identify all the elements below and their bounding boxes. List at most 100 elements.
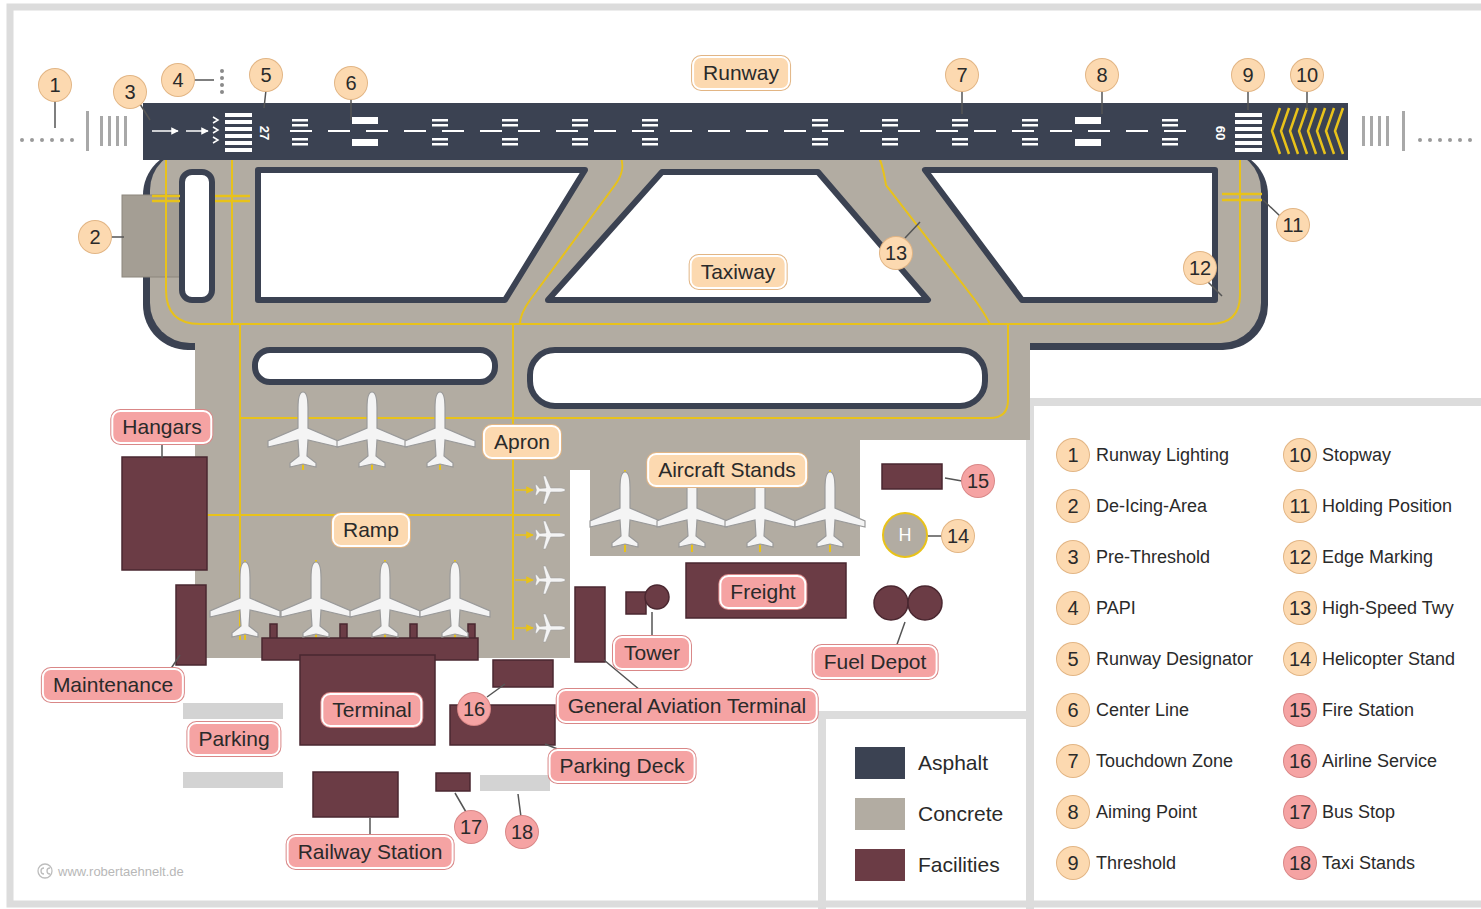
runway [290, 130, 1200, 132]
legend-number: 3 [1057, 541, 1089, 573]
facility [122, 457, 942, 817]
legend-text: Threshold [1096, 853, 1176, 874]
area-label: Ramp [332, 513, 410, 547]
aircraft [535, 476, 565, 504]
ga-arrows [515, 534, 533, 536]
callout-number: 5 [250, 59, 282, 91]
legend-number: 8 [1057, 796, 1089, 828]
label-text: Railway Station [298, 840, 443, 864]
callout-number: 2 [79, 221, 111, 253]
facility [176, 585, 206, 665]
runway-markings [225, 134, 252, 138]
runway-lighting [1438, 138, 1442, 142]
runway-markings [572, 124, 588, 127]
taxi-line [152, 142, 1262, 640]
aircraft [350, 562, 420, 637]
facility [882, 464, 942, 489]
taxi-line [152, 196, 250, 201]
aircraft [535, 566, 565, 594]
runway-lighting [1428, 138, 1432, 142]
facility-label: Parking [187, 722, 280, 756]
grass-island [258, 170, 585, 300]
legend-swatch [855, 747, 905, 779]
runway-markings [292, 119, 308, 122]
area-label: Taxiway [690, 255, 787, 289]
parking-lot [480, 775, 550, 791]
legend-number: 7 [1057, 745, 1089, 777]
grass-island [182, 170, 1215, 406]
label-text: Tower [624, 641, 680, 665]
label-text: Hangars [122, 415, 201, 439]
callout-number: 14 [942, 520, 974, 552]
runway-markings [225, 148, 252, 152]
runway-lighting [1402, 111, 1405, 151]
callout-number: 6 [335, 67, 367, 99]
legend-text: Holding Position [1322, 496, 1452, 517]
helicopter-stand [883, 513, 927, 557]
ga-arrows [515, 627, 533, 629]
taxiway-system [143, 150, 1268, 350]
facility-label: Railway Station [287, 835, 454, 869]
legend-text: Pre-Threshold [1096, 547, 1210, 568]
legend-text: Stopway [1322, 445, 1391, 466]
page-frame [822, 715, 1030, 909]
runway-markings [352, 139, 378, 146]
legend-text: Center Line [1096, 700, 1189, 721]
label-text: Taxiway [701, 260, 776, 284]
runway-lighting [1362, 116, 1365, 146]
label-text: Fuel Depot [824, 650, 927, 674]
facility-label: Parking Deck [549, 749, 696, 783]
facility [493, 660, 553, 687]
runway-markings [352, 117, 378, 124]
parking-lot [183, 703, 283, 719]
legend-text: Concrete [918, 802, 1003, 826]
taxi-line [166, 150, 1240, 324]
callout-number: 4 [162, 64, 194, 96]
grass-island [925, 170, 1215, 300]
parking-lot [183, 772, 283, 788]
legend-text: Edge Marking [1322, 547, 1433, 568]
leader-line [55, 80, 1307, 128]
facility-label: Fuel Depot [813, 645, 938, 679]
stopway-chevrons [1326, 108, 1334, 154]
callout-number: 8 [1086, 59, 1118, 91]
taxi-line [850, 142, 990, 324]
runway-lighting [124, 116, 127, 146]
stopway-chevrons [1272, 108, 1343, 154]
callout-number: 11 [1277, 209, 1309, 241]
runway-lighting [20, 111, 1472, 151]
runway-markings [225, 141, 252, 145]
legend-number: 6 [1057, 694, 1089, 726]
runway-markings [1022, 124, 1038, 127]
runway-lighting [116, 116, 119, 146]
stopway-chevrons [1281, 108, 1289, 154]
legend-text: Runway Designator [1096, 649, 1253, 670]
legend-text: High-Speed Twy [1322, 598, 1454, 619]
runway-lighting [108, 116, 111, 146]
runway-markings [1235, 148, 1262, 152]
runway-lighting [20, 138, 24, 142]
runway-markings [812, 143, 828, 146]
taxi-line [513, 142, 622, 640]
facility [626, 592, 646, 614]
facility-label: Hangars [111, 410, 212, 444]
facility [908, 586, 942, 620]
legend-number: 18 [1284, 847, 1316, 879]
aircraft [337, 392, 407, 467]
runway-markings [1162, 119, 1178, 122]
runway-markings [1235, 141, 1262, 145]
ga-arrows [515, 490, 533, 628]
label-text: Terminal [332, 698, 411, 722]
leader-line [160, 440, 905, 838]
runway-markings [502, 119, 518, 122]
runway-markings [642, 119, 658, 122]
taxiway-system [122, 195, 184, 277]
facility-label: General Aviation Terminal [557, 689, 818, 723]
legend-number: 17 [1284, 796, 1316, 828]
runway-markings [1075, 139, 1101, 146]
ga-arrows [515, 579, 533, 581]
legend-number: 9 [1057, 847, 1089, 879]
runway-markings [1075, 117, 1101, 124]
facility-label: Freight [719, 575, 806, 609]
runway-markings [292, 124, 308, 127]
